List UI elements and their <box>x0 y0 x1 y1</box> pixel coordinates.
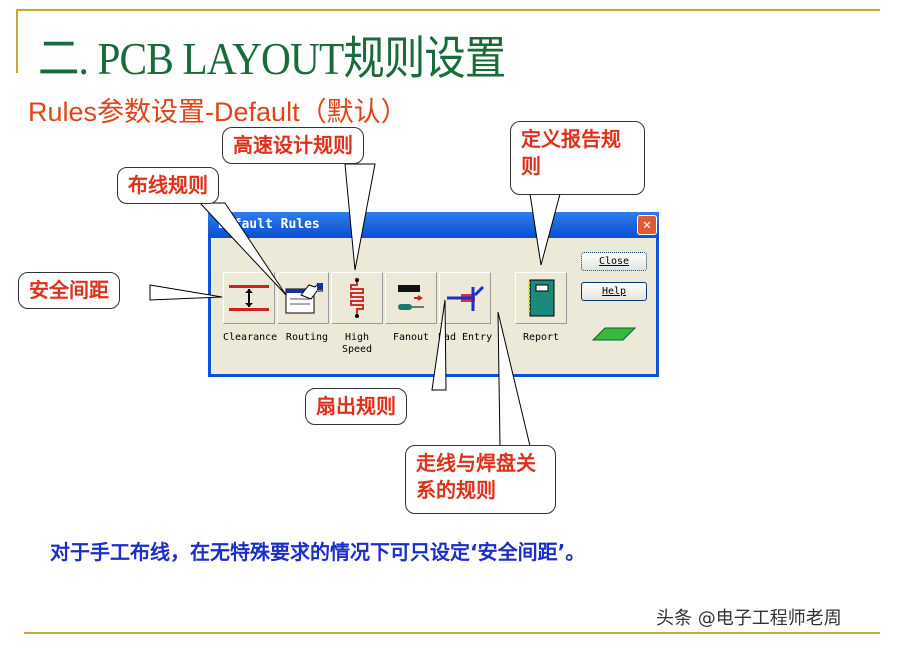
callout-high-speed: 高速设计规则 <box>222 127 364 164</box>
callout-report: 定义报告规则 <box>510 121 645 195</box>
pcb-board-icon <box>591 327 637 341</box>
left-rule <box>16 9 18 73</box>
clearance-button[interactable] <box>223 272 275 324</box>
fanout-label: Fanout <box>392 332 430 343</box>
pad-entry-icon <box>447 285 485 311</box>
pad-entry-button[interactable] <box>439 272 491 324</box>
bottom-rule <box>24 632 880 634</box>
callout-routing: 布线规则 <box>117 167 219 204</box>
dialog-title: Default Rules <box>218 217 320 232</box>
callout-pad-entry: 走线与焊盘关系的规则 <box>405 445 556 514</box>
slide-title: 二. PCB LAYOUT规则设置 <box>38 33 506 84</box>
callout-fanout: 扇出规则 <box>305 388 407 425</box>
top-rule <box>16 9 880 11</box>
report-book-icon <box>528 279 555 317</box>
close-button[interactable]: Close <box>581 252 647 271</box>
serpentine-icon <box>350 278 364 318</box>
close-x-button[interactable]: ✕ <box>637 215 657 235</box>
report-label: Report <box>522 332 560 343</box>
clearance-label: Clearance <box>223 332 278 343</box>
pad-entry-label: Pad Entry <box>437 332 493 343</box>
routing-button[interactable] <box>277 272 329 324</box>
high-speed-label: High Speed <box>341 332 373 355</box>
title-bar[interactable]: Default Rules ✕ <box>208 212 659 238</box>
default-rules-dialog: Default Rules ✕ Clearance Routing High S… <box>208 212 659 377</box>
watermark: 头条 @电子工程师老周 <box>656 608 842 629</box>
high-speed-button[interactable] <box>331 272 383 324</box>
fanout-button[interactable] <box>385 272 437 324</box>
routing-hand-icon <box>285 283 323 314</box>
callout-clearance: 安全间距 <box>18 272 120 309</box>
slide-subtitle: Rules参数设置-Default（默认） <box>28 97 408 127</box>
routing-label: Routing <box>285 332 329 343</box>
report-button[interactable] <box>515 272 567 324</box>
help-button[interactable]: Help <box>581 282 647 301</box>
fanout-chip-icon <box>398 285 424 310</box>
clearance-icon <box>229 285 269 311</box>
slide-note: 对于手工布线，在无特殊要求的情况下可只设定‘安全间距’。 <box>50 540 586 564</box>
